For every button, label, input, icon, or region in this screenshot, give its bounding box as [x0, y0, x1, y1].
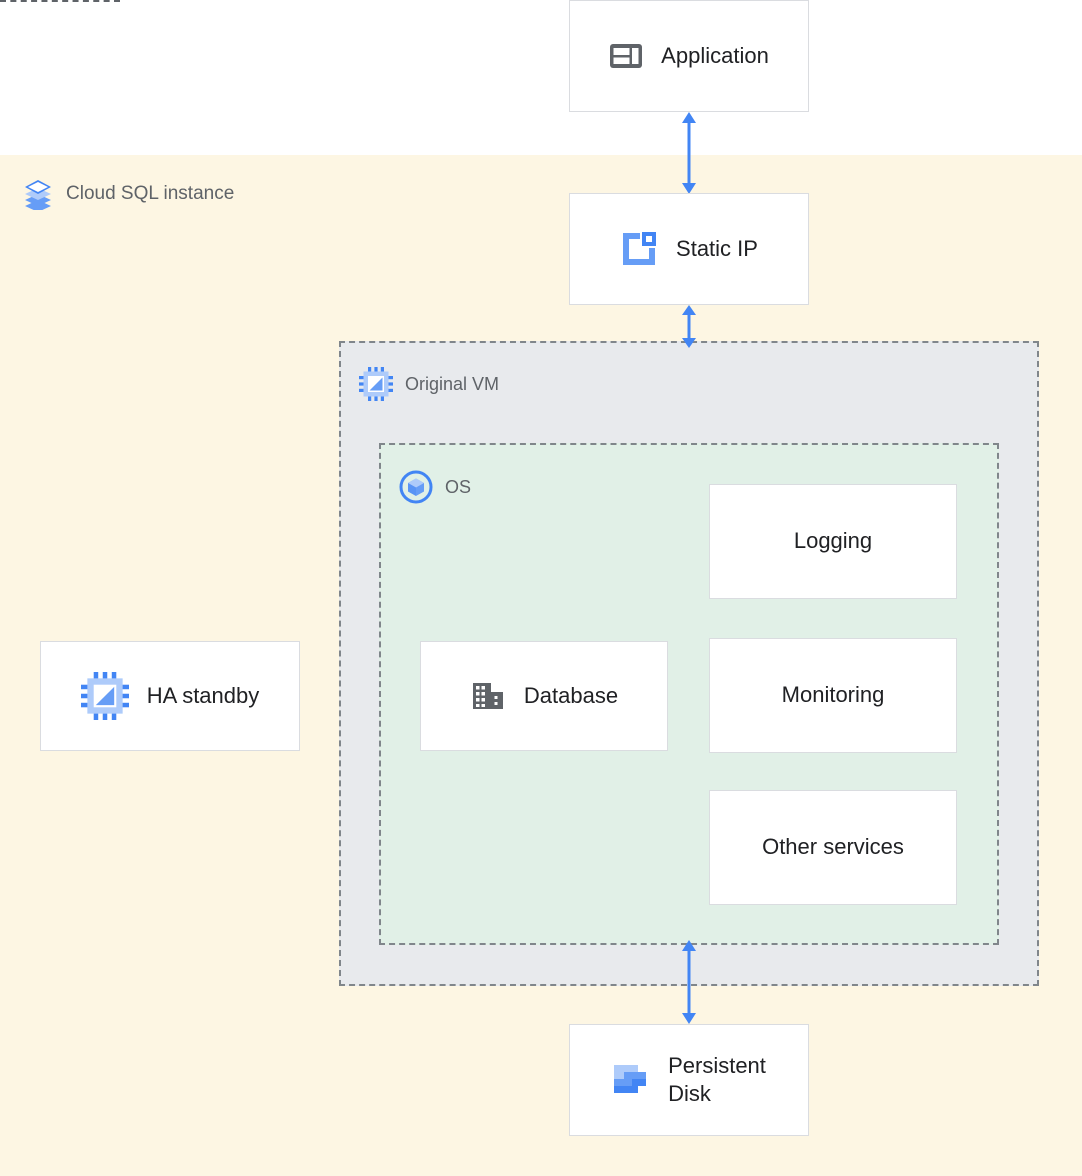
- os-header: OS: [399, 470, 471, 504]
- os-cube-circle-icon: [399, 470, 433, 504]
- database-building-icon: [470, 678, 506, 714]
- connector-application-to-static-ip: [674, 112, 704, 194]
- connector-os-to-persistent-disk: [674, 940, 704, 1024]
- node-logging[interactable]: Logging: [709, 484, 957, 599]
- node-monitoring[interactable]: Monitoring: [709, 638, 957, 753]
- node-database-label: Database: [523, 682, 619, 708]
- persistent-disk-icon: [612, 1061, 650, 1099]
- node-database[interactable]: Database: [420, 641, 668, 751]
- original-vm-header: Original VM: [359, 367, 499, 401]
- node-persistent-disk[interactable]: Persistent Disk: [569, 1024, 809, 1136]
- node-logging-label: Logging: [793, 528, 873, 554]
- node-monitoring-label: Monitoring: [781, 682, 885, 708]
- node-persistent-disk-label: Persistent Disk: [668, 1052, 766, 1106]
- cloud-sql-instance-header: Cloud SQL instance: [22, 178, 235, 212]
- connector-ha-standby-to-database: [0, 0, 120, 2]
- node-ha-standby[interactable]: HA standby: [40, 641, 300, 751]
- node-static-ip[interactable]: Static IP: [569, 193, 809, 305]
- node-other-services-label: Other services: [762, 834, 904, 860]
- node-other-services[interactable]: Other services: [709, 790, 957, 905]
- cpu-chip-icon: [80, 672, 129, 720]
- static-ip-icon: [620, 230, 658, 268]
- cloud-sql-instance-label: Cloud SQL instance: [66, 183, 235, 204]
- connector-static-ip-to-original-vm: [674, 305, 704, 348]
- node-application[interactable]: Application: [569, 0, 809, 112]
- application-window-icon: [609, 39, 643, 73]
- node-static-ip-label: Static IP: [676, 235, 758, 261]
- original-vm-label: Original VM: [405, 373, 500, 394]
- node-ha-standby-label: HA standby: [146, 682, 260, 708]
- os-label: OS: [445, 476, 472, 497]
- node-application-label: Application: [661, 42, 769, 68]
- cpu-chip-icon: [359, 367, 393, 401]
- stacked-layers-icon: [22, 178, 54, 212]
